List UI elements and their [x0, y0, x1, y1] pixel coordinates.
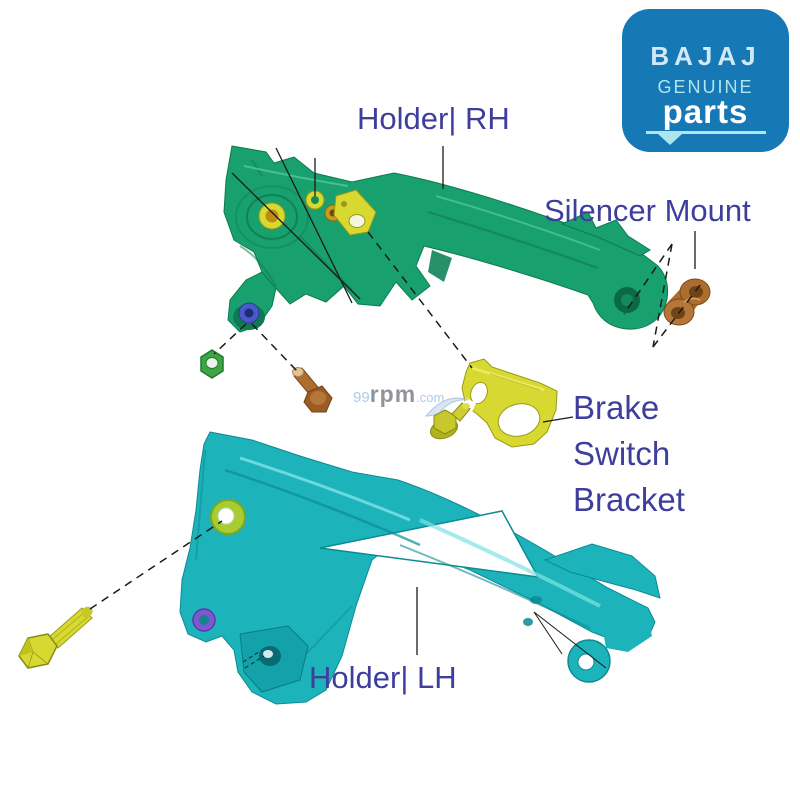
watermark-prefix: 99: [353, 389, 370, 406]
brake-switch-bracket-part: [461, 358, 558, 448]
logo-underline: [645, 131, 766, 145]
label-holder-rh: Holder| RH: [357, 101, 510, 136]
purple-bushing: [192, 608, 216, 632]
holder-lh-part: [179, 431, 661, 705]
leader-lines: [231, 146, 696, 669]
copper-bolt-part: [292, 367, 333, 413]
logo-parts-text: parts: [662, 93, 749, 130]
watermark-brand: rpm: [369, 381, 417, 407]
lime-boss: [210, 499, 246, 535]
mounting-boss-yellow: [258, 202, 286, 230]
flange-bolt-part: [429, 402, 471, 440]
label-holder-lh: Holder| LH: [309, 660, 457, 695]
small-yellow-hole: [305, 190, 325, 210]
label-brake-line3: Bracket: [573, 481, 685, 518]
watermark-suffix: .com: [416, 390, 445, 405]
holder-lh-foot: [239, 625, 309, 693]
mounted-bracket-yellow: [333, 189, 377, 236]
label-brake-line1: Brake: [573, 389, 660, 426]
watermark-wing: [424, 397, 469, 417]
holder-rh-part: [223, 145, 669, 333]
blue-bushing: [238, 302, 260, 324]
logo-arrow-down-icon: [657, 134, 682, 145]
bajaj-genuine-parts-logo: BAJAJ GENUINE parts: [622, 9, 789, 152]
label-brake-line2: Switch: [573, 435, 671, 472]
label-silencer-mount: Silencer Mount: [544, 193, 751, 228]
label-brake-switch-bracket: Brake Switch Bracket: [573, 385, 685, 523]
logo-genuine-text: GENUINE: [657, 77, 754, 97]
dashed-leader-lines: [89, 231, 705, 669]
logo-brand-text: BAJAJ: [650, 41, 761, 71]
hex-bolt-part: [18, 606, 93, 669]
hex-nut-part: [200, 349, 224, 379]
